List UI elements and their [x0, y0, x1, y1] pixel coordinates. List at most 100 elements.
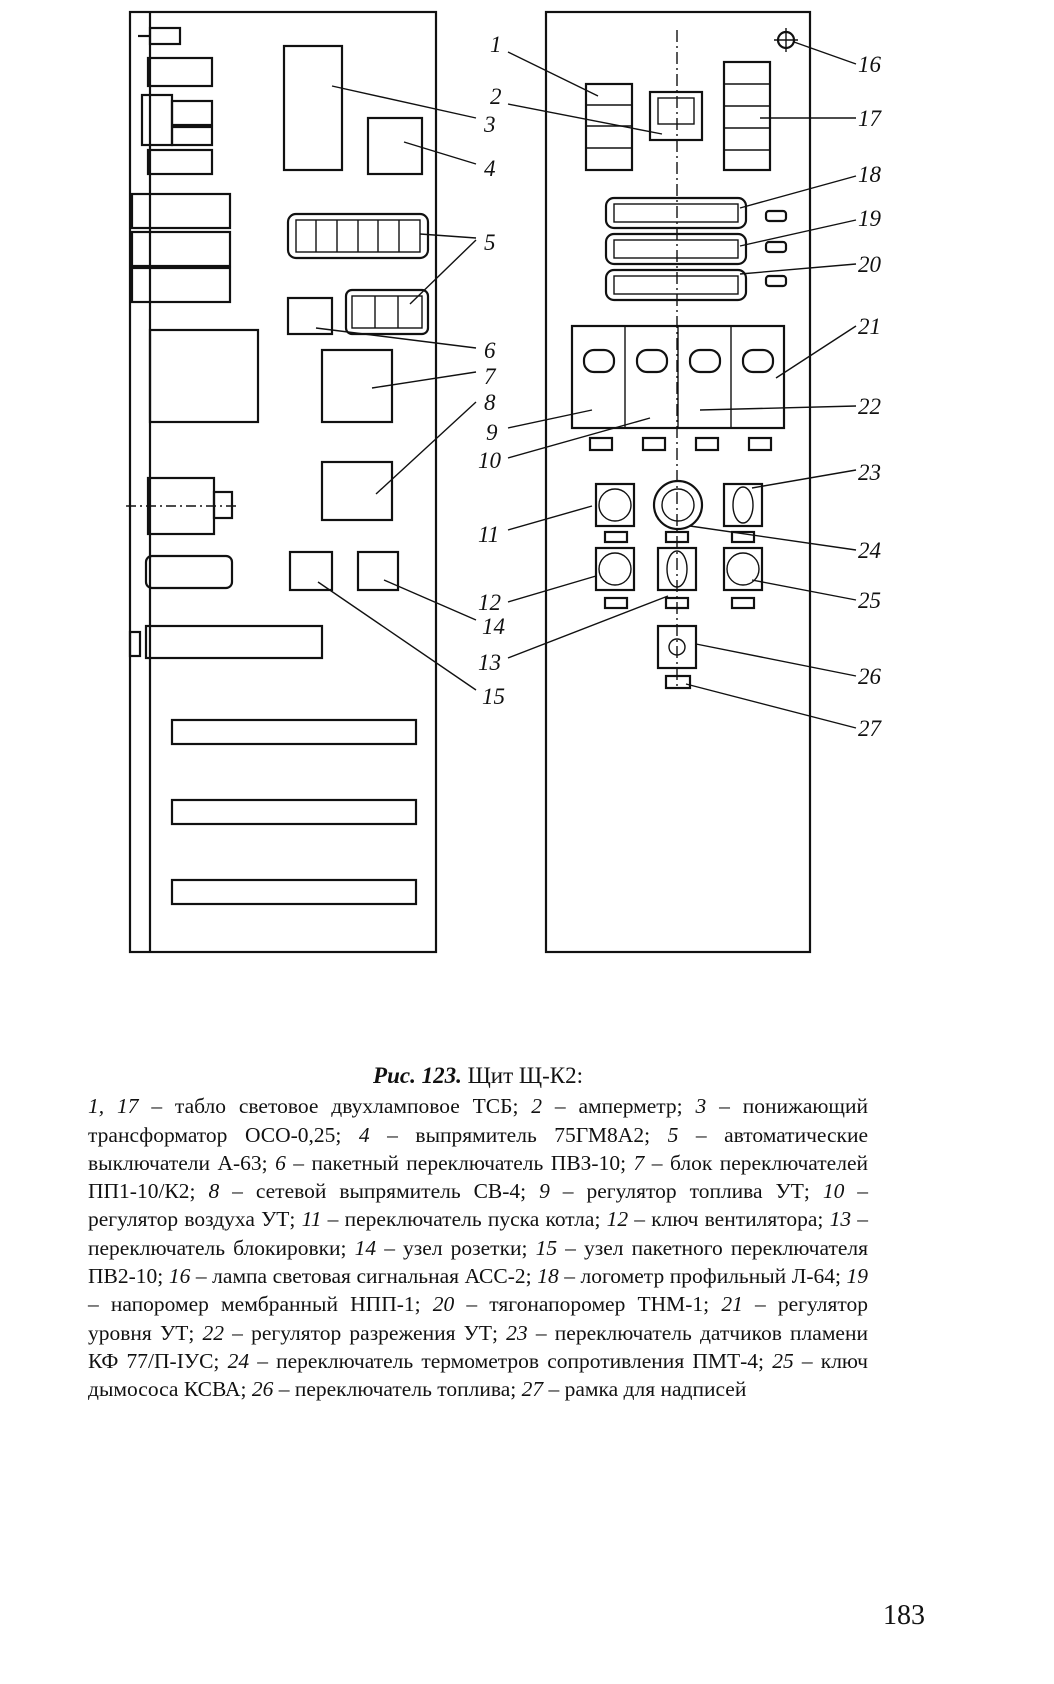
caption-item-number: 19: [846, 1264, 869, 1289]
caption-title: Рис. 123. Щит Щ-К2:: [88, 1062, 868, 1090]
caption-item-text: – амперметр;: [542, 1094, 696, 1119]
caption-item-text: – лампа световая сигнальная АСС-2;: [190, 1264, 538, 1289]
caption-item: 24 – переключатель термометров сопротивл…: [228, 1349, 773, 1373]
callout-4: 4: [484, 156, 496, 181]
caption-item-text: – узел розетки;: [376, 1235, 536, 1260]
callout-2: 2: [490, 84, 502, 109]
caption-item-number: 16: [168, 1264, 191, 1289]
caption-item: 27 – рамка для надписей: [522, 1377, 747, 1401]
caption-item-text: – ключ дымососа КСВА;: [88, 1348, 868, 1402]
callout-10: 10: [478, 448, 502, 473]
caption-item: 3 – понижающий трансформатор ОСО-0,25;: [88, 1094, 868, 1146]
callout-labels: 1 2 3 4 5 6 7 8 9 10 11 12 13 14 15 16 1…: [478, 32, 883, 741]
callout-14: 14: [482, 614, 505, 639]
callout-22: 22: [858, 394, 881, 419]
caption-item-number: 25: [772, 1348, 794, 1373]
caption-item-number: 20: [432, 1292, 455, 1317]
caption-item: 26 – переключатель топлива;: [252, 1377, 522, 1401]
caption-item-text: – выпрямитель 75ГМ8А2;: [369, 1122, 668, 1147]
caption-item-text: – узел пакетного переключателя ПВ2-10;: [88, 1235, 868, 1289]
caption-item-number: 12: [606, 1207, 629, 1232]
callout-17: 17: [858, 106, 883, 131]
caption-item: 12 – ключ вентилятора;: [607, 1207, 830, 1231]
callout-12: 12: [478, 590, 501, 615]
caption-item-text: – переключатель пуска котла;: [321, 1207, 607, 1232]
caption-item-text: – пакетный переключатель ПВЗ-10;: [285, 1150, 634, 1175]
caption-item: 8 – сетевой выпрямитель СВ-4;: [208, 1179, 539, 1203]
caption-item: 11 – переключатель пуска котла;: [302, 1207, 607, 1231]
caption-item: 23 – переключатель датчиков пламени КФ 7…: [88, 1321, 868, 1373]
caption-item-text: – тягонапоромер ТНМ-1;: [454, 1292, 722, 1317]
caption-item: 7 – блок переключателей ПП1-10/К2;: [88, 1151, 868, 1203]
caption-item: 6 – пакетный переключатель ПВЗ-10;: [275, 1151, 633, 1175]
caption-item-number: 13: [829, 1207, 852, 1232]
caption-item-number: 26: [251, 1377, 274, 1402]
caption-item-number: 11: [301, 1207, 322, 1232]
caption-item-text: – понижающий трансформатор ОСО-0,25;: [88, 1094, 868, 1147]
caption-item: 18 – логометр профильный Л-64;: [537, 1264, 846, 1288]
caption-item: 9 – регулятор топлива УТ;: [539, 1179, 823, 1203]
caption-item: 20 – тягонапоромер ТНМ-1;: [433, 1292, 722, 1316]
caption-item: 15 – узел пакетного переключателя ПВ2-10…: [88, 1236, 868, 1288]
callout-9: 9: [486, 420, 498, 445]
caption-item: 10 – регулятор воздуха УТ;: [88, 1179, 868, 1231]
callout-8: 8: [484, 390, 496, 415]
caption-item-number: 5: [667, 1122, 679, 1147]
caption-item-text: – рамка для надписей: [543, 1377, 747, 1402]
caption-item-number: 7: [633, 1150, 645, 1175]
callout-18: 18: [858, 162, 882, 187]
caption-item-text: – ключ вентилятора;: [628, 1207, 830, 1232]
caption-item-text: – регулятор воздуха УТ;: [88, 1179, 869, 1232]
caption-item-text: – автоматические выключатели А-63;: [88, 1122, 869, 1175]
callout-11: 11: [478, 522, 499, 547]
caption-item-text: – напоромер мембранный НПП-1;: [88, 1292, 433, 1317]
callout-24: 24: [858, 538, 881, 563]
caption-item-number: 3: [695, 1094, 707, 1119]
caption-item-text: – табло световое двухламповое ТСБ;: [138, 1094, 532, 1119]
caption-item-text: – сетевой выпрямитель СВ-4;: [219, 1179, 540, 1204]
caption-item: 14 – узел розетки;: [355, 1236, 536, 1260]
caption-item: 19 – напоромер мембранный НПП-1;: [88, 1264, 868, 1316]
callout-19: 19: [858, 206, 882, 231]
caption-item-text: – регулятор уровня УТ;: [88, 1292, 868, 1345]
callout-16: 16: [858, 52, 882, 77]
caption-item-number: 15: [535, 1235, 558, 1260]
caption-item-number: 14: [354, 1235, 377, 1260]
callout-13: 13: [478, 650, 501, 675]
caption-item: 2 – амперметр;: [531, 1094, 695, 1118]
caption-item: 1, 17 – табло световое двухламповое ТСБ;: [88, 1094, 531, 1118]
caption-item: 13 – переключатель блокировки;: [88, 1207, 868, 1259]
caption-item-text: – логометр профильный Л-64;: [558, 1264, 847, 1289]
caption-item-number: 1, 17: [88, 1094, 139, 1119]
callout-3: 3: [483, 112, 496, 137]
caption-items: 1, 17 – табло световое двухламповое ТСБ;…: [88, 1092, 868, 1403]
callout-7: 7: [484, 364, 497, 389]
callout-6: 6: [484, 338, 496, 363]
caption-item-number: 2: [531, 1094, 543, 1119]
right-panel: [507, 10, 857, 954]
panel-drawing: 1 2 3 4 5 6 7 8 9 10 11 12 13 14 15 16 1…: [126, 10, 883, 954]
caption-item-number: 10: [822, 1179, 845, 1204]
caption-item-number: 4: [358, 1122, 370, 1147]
callout-26: 26: [858, 664, 882, 689]
caption-item-text: – регулятор разрежения УТ;: [223, 1320, 507, 1345]
callout-5: 5: [484, 230, 496, 255]
caption-item-number: 8: [208, 1179, 220, 1204]
caption-item-text: – переключатель блокировки;: [88, 1207, 868, 1260]
callout-21: 21: [858, 314, 881, 339]
callout-25: 25: [858, 588, 881, 613]
caption-item-number: 24: [227, 1348, 250, 1373]
caption-item-number: 21: [721, 1292, 743, 1317]
figure-caption: Рис. 123. Щит Щ-К2: 1, 17 – табло светов…: [88, 1062, 868, 1404]
caption-item-text: – регулятор топлива УТ;: [549, 1179, 823, 1204]
caption-item-number: 23: [506, 1320, 528, 1345]
caption-item-number: 27: [521, 1377, 544, 1402]
schematic-figure: 1 2 3 4 5 6 7 8 9 10 11 12 13 14 15 16 1…: [126, 10, 883, 954]
caption-item: 25 – ключ дымососа КСВА;: [88, 1349, 868, 1401]
callout-27: 27: [858, 716, 883, 741]
caption-item-number: 9: [539, 1179, 550, 1204]
caption-item-text: – переключатель датчиков пламени КФ 77/П…: [88, 1320, 868, 1373]
caption-item-text: – переключатель термометров сопротивлени…: [249, 1348, 773, 1373]
caption-item: 21 – регулятор уровня УТ;: [88, 1292, 868, 1344]
caption-item-number: 18: [537, 1264, 559, 1289]
